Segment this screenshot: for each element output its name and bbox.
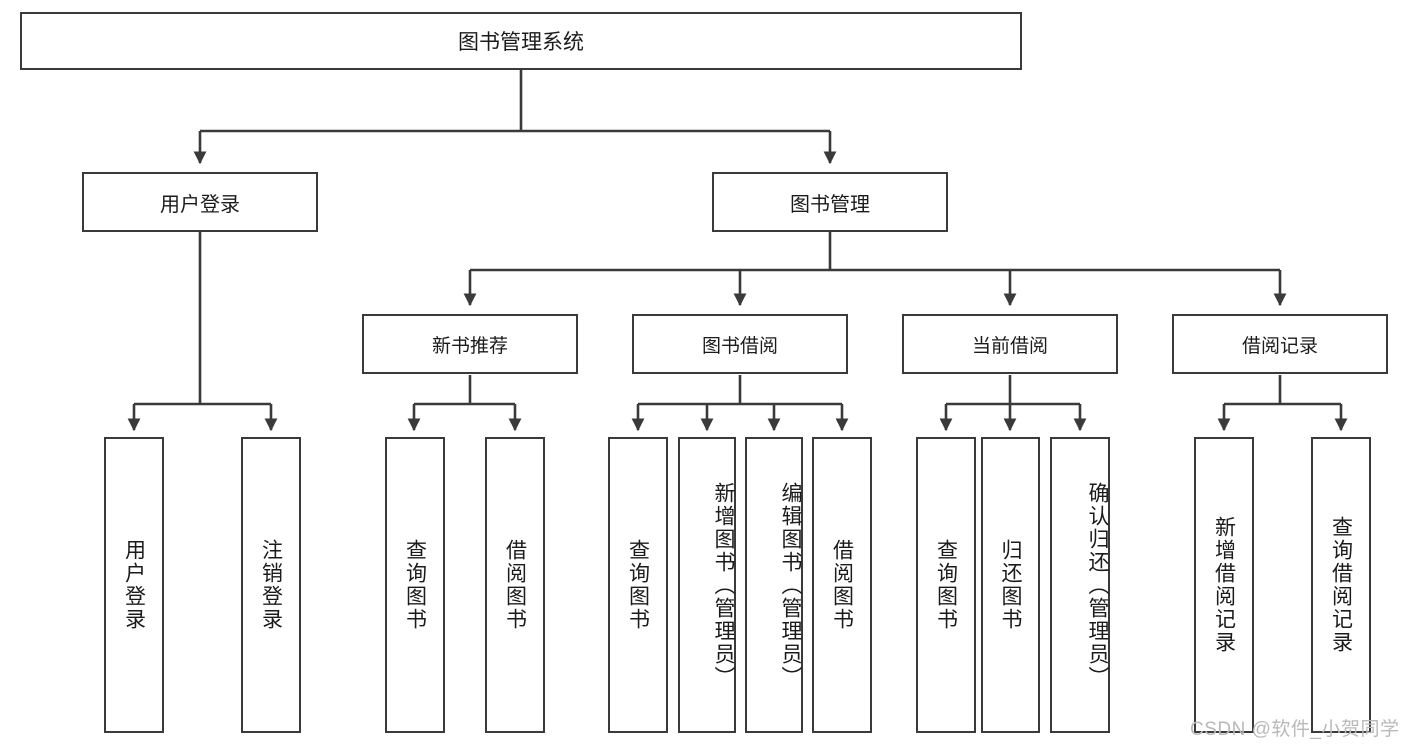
node-new-book-recommend[interactable]: 新书推荐 <box>362 314 578 374</box>
node-book-management-label: 图书管理 <box>790 193 870 216</box>
node-book-borrow-label: 图书借阅 <box>701 335 778 357</box>
watermark-text: CSDN @软件_小贺同学 <box>1190 719 1400 740</box>
leaf-logout-label: 注销登录 <box>259 539 283 631</box>
leaf-return-book-label: 归还图书 <box>999 539 1022 631</box>
leaf-edit-book-admin[interactable]: 编辑图书（管理员） <box>745 437 803 733</box>
leaf-query-book-rec[interactable]: 查询图书 <box>385 437 445 733</box>
leaf-user-login-label: 用户登录 <box>122 539 146 631</box>
node-borrow-record-label: 借阅记录 <box>1241 335 1318 357</box>
leaf-user-login[interactable]: 用户登录 <box>104 437 164 733</box>
leaf-borrow-book-rec[interactable]: 借阅图书 <box>485 437 545 733</box>
leaf-borrow-book[interactable]: 借阅图书 <box>812 437 872 733</box>
leaf-query-book-current-label: 查询图书 <box>934 539 958 631</box>
leaf-borrow-book-label: 借阅图书 <box>830 539 854 631</box>
leaf-add-borrow-record-label: 新增借阅记录 <box>1212 516 1236 654</box>
leaf-query-book-borrow[interactable]: 查询图书 <box>608 437 668 733</box>
leaf-edit-book-admin-label: 编辑图书（管理员） <box>779 481 802 689</box>
leaf-query-book-current[interactable]: 查询图书 <box>916 437 976 733</box>
leaf-query-book-borrow-label: 查询图书 <box>626 539 650 631</box>
node-root-label: 图书管理系统 <box>458 31 584 54</box>
leaf-add-borrow-record[interactable]: 新增借阅记录 <box>1194 437 1254 733</box>
node-root[interactable]: 图书管理系统 <box>20 12 1022 70</box>
node-borrow-record[interactable]: 借阅记录 <box>1172 314 1388 374</box>
node-user-login[interactable]: 用户登录 <box>82 172 318 232</box>
leaf-confirm-return-admin[interactable]: 确认归还（管理员） <box>1050 437 1110 733</box>
node-book-management[interactable]: 图书管理 <box>712 172 948 232</box>
leaf-query-borrow-record[interactable]: 查询借阅记录 <box>1311 437 1371 733</box>
leaf-confirm-return-admin-label: 确认归还（管理员） <box>1086 481 1109 689</box>
leaf-add-book-admin-label: 新增图书（管理员） <box>712 481 735 689</box>
leaf-query-book-rec-label: 查询图书 <box>403 539 427 631</box>
node-new-book-recommend-label: 新书推荐 <box>431 335 508 357</box>
node-current-borrow[interactable]: 当前借阅 <box>902 314 1118 374</box>
leaf-add-book-admin[interactable]: 新增图书（管理员） <box>678 437 736 733</box>
leaf-logout[interactable]: 注销登录 <box>241 437 301 733</box>
node-book-borrow[interactable]: 图书借阅 <box>632 314 848 374</box>
leaf-borrow-book-rec-label: 借阅图书 <box>503 539 527 631</box>
node-user-login-label: 用户登录 <box>160 193 240 216</box>
node-current-borrow-label: 当前借阅 <box>971 335 1048 357</box>
leaf-query-borrow-record-label: 查询借阅记录 <box>1329 516 1353 654</box>
leaf-return-book[interactable]: 归还图书 <box>981 437 1040 733</box>
